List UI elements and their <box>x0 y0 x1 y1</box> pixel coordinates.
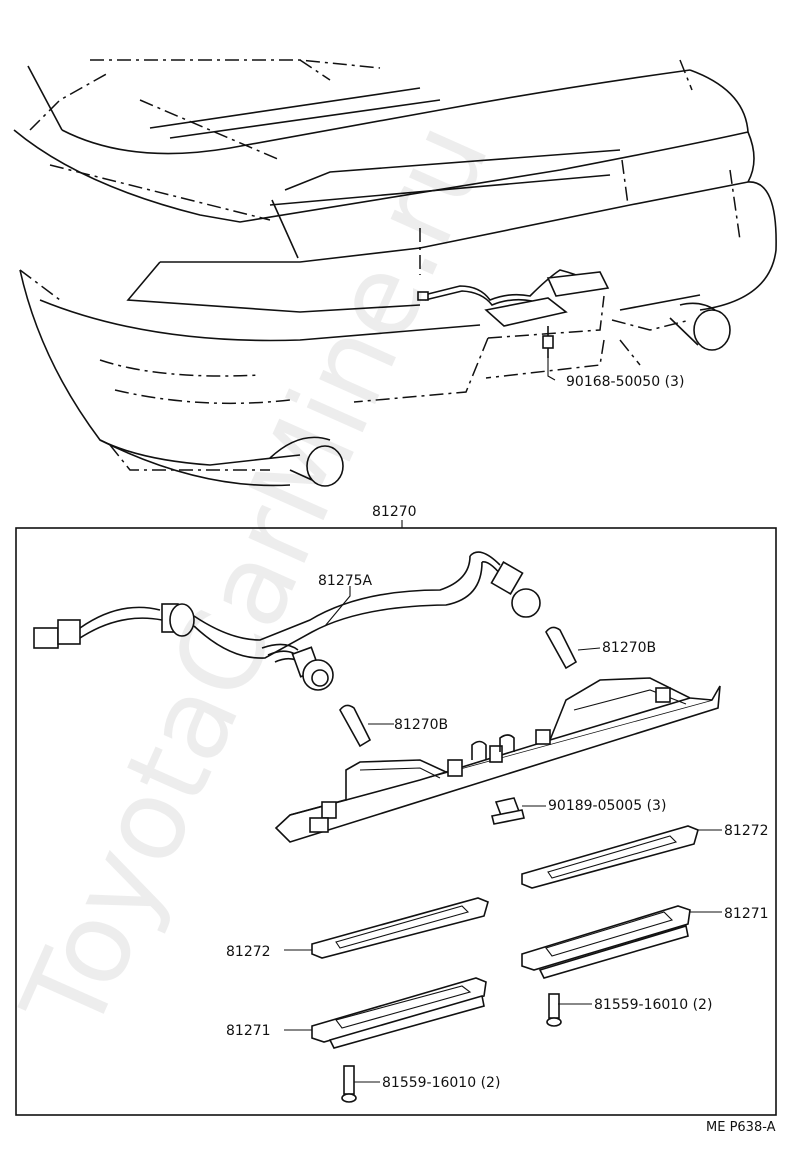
callout-assembly: 81270 <box>372 504 417 520</box>
lens-upper-right <box>521 825 722 889</box>
lens-mid-right <box>521 905 722 979</box>
assembly-frame <box>15 527 777 1116</box>
callout-bulb-right: 81270B <box>602 640 656 656</box>
callout-clip-nut: 90189-05005 (3) <box>548 798 666 814</box>
lens-lower-left <box>284 977 487 1049</box>
clip-nut <box>491 797 546 825</box>
callout-lens-lower-left: 81271 <box>226 1023 271 1039</box>
callout-bulb-left: 81270B <box>394 717 448 733</box>
callout-screw-right: 81559-16010 (2) <box>594 997 712 1013</box>
bulb-right <box>545 626 601 670</box>
bulb-left <box>339 704 394 748</box>
figure-code: ME P638-A <box>706 1120 776 1135</box>
callout-lens-upper-right: 81272 <box>724 823 769 839</box>
callout-lens-mid-left: 81272 <box>226 944 271 960</box>
screw-right <box>546 993 592 1027</box>
lens-mid-left <box>284 897 489 959</box>
car-rear-outline <box>13 59 777 487</box>
screw-bottom <box>341 1065 380 1103</box>
callout-screw-top: 90168-50050 (3) <box>566 374 684 390</box>
lamp-housing <box>274 677 721 843</box>
callout-lens-mid-right: 81271 <box>724 906 769 922</box>
callout-harness: 81275A <box>318 573 373 589</box>
wire-harness <box>33 551 541 691</box>
callout-screw-bottom: 81559-16010 (2) <box>382 1075 500 1091</box>
